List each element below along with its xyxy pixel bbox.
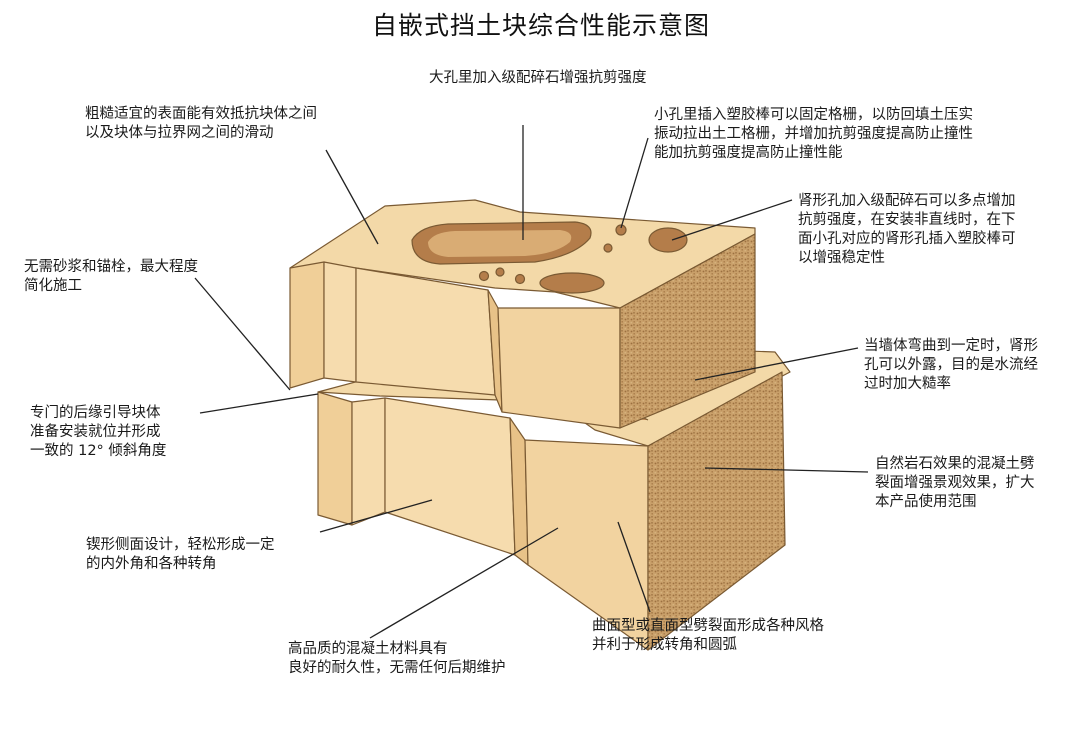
leader-right-3 xyxy=(704,467,869,473)
lower-block-left-tail xyxy=(317,391,353,526)
label-split-face: 自然岩石效果的混凝土劈 裂面增强景观效果，扩大 本产品使用范围 xyxy=(875,455,1035,512)
small-hole-5 xyxy=(514,273,526,285)
label-line: 过时加大糙率 xyxy=(864,376,951,392)
oval-hole xyxy=(539,272,605,294)
label-line: 无需砂浆和锚栓，最大程度 xyxy=(24,259,198,275)
leader-left-3 xyxy=(319,499,433,533)
leader-bottom-left xyxy=(369,527,559,639)
large-hole-inner xyxy=(428,230,572,257)
label-line: 以及块体与拉界网之间的滑动 xyxy=(85,125,274,141)
leader-top-left xyxy=(325,149,379,245)
label-line: 面小孔对应的肾形孔插入塑胶棒可 xyxy=(798,231,1016,247)
label-line: 简化施工 xyxy=(24,278,82,294)
leader-top-right xyxy=(620,137,649,229)
label-line: 一致的 12° 倾斜角度 xyxy=(30,443,167,459)
label-line: 自然岩石效果的混凝土劈 xyxy=(875,456,1035,472)
label-line: 并利于形成转角和圆弧 xyxy=(592,637,737,653)
label-line: 能加抗剪强度提高防止撞性能 xyxy=(654,145,843,161)
lower-block-front-face xyxy=(384,397,516,556)
label-line: 本产品使用范围 xyxy=(875,494,977,510)
upper-block xyxy=(289,199,756,429)
small-hole-2 xyxy=(603,243,613,253)
small-hole-1 xyxy=(615,224,627,236)
label-no-mortar: 无需砂浆和锚栓，最大程度 简化施工 xyxy=(24,258,198,296)
label-line: 专门的后缘引导块体 xyxy=(30,405,161,421)
leader-bottom-right xyxy=(617,521,651,613)
upper-block-front-face xyxy=(355,267,496,396)
small-hole-4 xyxy=(495,267,505,277)
leader-right-2 xyxy=(694,347,859,381)
label-line: 的内外角和各种转角 xyxy=(86,556,217,572)
upper-block-corner-face xyxy=(497,307,621,429)
label-line: 大孔里加入级配碎石增强抗剪强度 xyxy=(429,70,647,86)
upper-block-tail-face xyxy=(323,261,357,383)
lower-block-tail-face xyxy=(351,397,386,526)
leader-left-1 xyxy=(194,277,291,391)
label-exposed-hole: 当墙体弯曲到一定时，肾形 孔可以外露，目的是水流经 过时加大糙率 xyxy=(864,337,1038,394)
leader-lines xyxy=(194,125,869,639)
label-line: 小孔里插入塑胶棒可以固定格栅，以防回填土压实 xyxy=(654,107,973,123)
label-line: 准备安装就位并形成 xyxy=(30,424,161,440)
label-line: 孔可以外露，目的是水流经 xyxy=(864,357,1038,373)
label-durability: 高品质的混凝土材料具有 良好的耐久性，无需任何后期维护 xyxy=(288,640,506,678)
label-line: 粗糙适宜的表面能有效抵抗块体之间 xyxy=(85,106,317,122)
small-hole-3 xyxy=(478,270,490,282)
label-line: 振动拉出土工格栅，并增加抗剪强度提高防止撞性 xyxy=(654,126,973,142)
label-line: 曲面型或直面型劈裂面形成各种风格 xyxy=(592,618,824,634)
label-face-style: 曲面型或直面型劈裂面形成各种风格 并利于形成转角和圆弧 xyxy=(592,617,824,655)
diagram-title: 自嵌式挡土块综合性能示意图 xyxy=(371,11,710,40)
leader-left-2 xyxy=(199,393,319,414)
leader-right-1 xyxy=(671,199,793,241)
label-rough-surface: 粗糙适宜的表面能有效抵抗块体之间 以及块体与拉界网之间的滑动 xyxy=(85,105,317,143)
label-large-hole: 大孔里加入级配碎石增强抗剪强度 xyxy=(429,69,647,88)
label-line: 抗剪强度，在安装非直线时，在下 xyxy=(798,212,1016,228)
label-small-hole: 小孔里插入塑胶棒可以固定格栅，以防回填土压实 振动拉出土工格栅，并增加抗剪强度提… xyxy=(654,106,973,163)
label-line: 以增强稳定性 xyxy=(798,250,885,266)
label-line: 良好的耐久性，无需任何后期维护 xyxy=(288,660,506,676)
label-rear-lip: 专门的后缘引导块体 准备安装就位并形成 一致的 12° 倾斜角度 xyxy=(30,404,166,461)
upper-block-left-tail xyxy=(289,261,325,389)
label-wedge-side: 锲形侧面设计，轻松形成一定 的内外角和各种转角 xyxy=(86,536,275,574)
label-line: 高品质的混凝土材料具有 xyxy=(288,641,448,657)
label-line: 裂面增强景观效果，扩大 xyxy=(875,475,1035,491)
label-kidney-hole: 肾形孔加入级配碎石可以多点增加 抗剪强度，在安装非直线时，在下 面小孔对应的肾形… xyxy=(798,192,1016,268)
upper-block-split-face xyxy=(619,233,756,429)
kidney-hole xyxy=(648,227,688,253)
label-line: 当墙体弯曲到一定时，肾形 xyxy=(864,338,1038,354)
label-line: 肾形孔加入级配碎石可以多点增加 xyxy=(798,193,1016,209)
lower-block-split-face xyxy=(647,371,786,651)
label-line: 锲形侧面设计，轻松形成一定 xyxy=(86,537,275,553)
